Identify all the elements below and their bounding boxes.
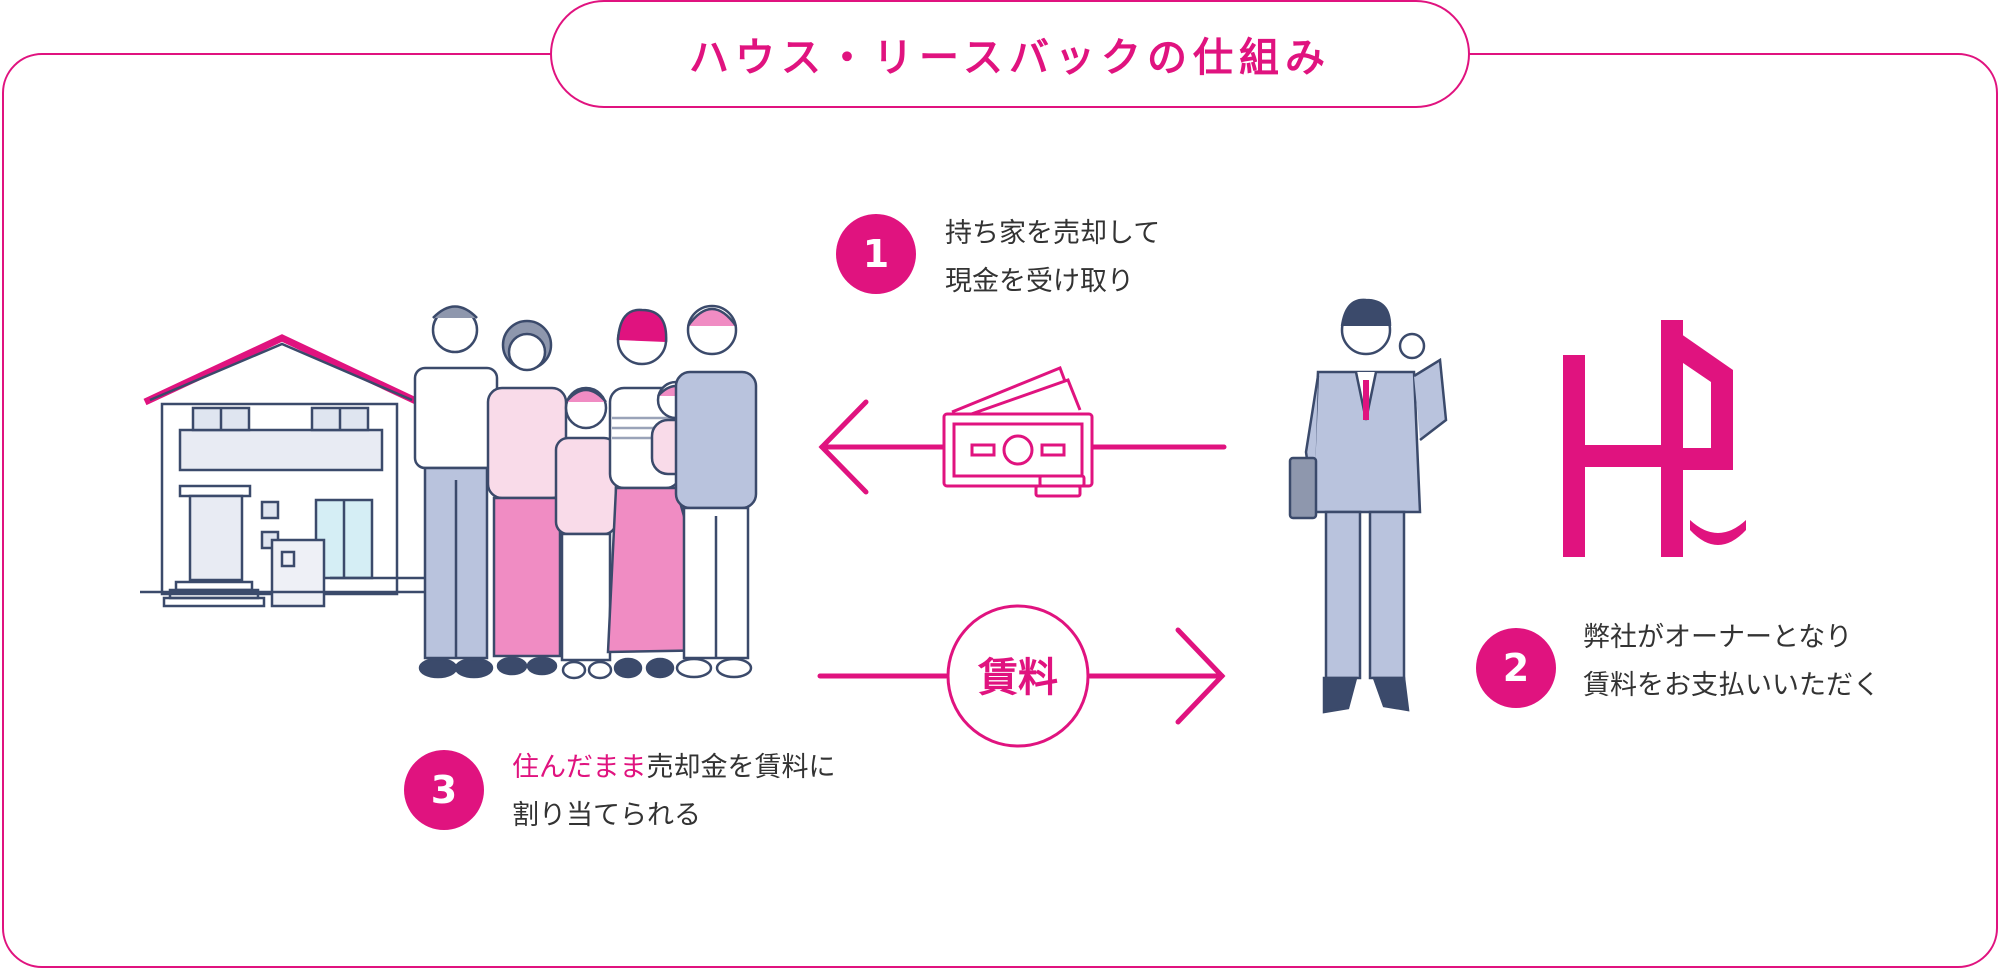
step-3-line2: 割り当てられる: [512, 800, 701, 831]
step-3-highlight: 住んだまま: [512, 752, 647, 783]
step-1-line1: 持ち家を売却して: [945, 218, 1161, 249]
rent-label: 賃料: [977, 655, 1058, 701]
step-2-line2: 賃料をお支払いいただく: [1583, 670, 1880, 701]
step-1-line2: 現金を受け取り: [945, 266, 1134, 297]
step-2-number: 2: [1502, 646, 1530, 690]
step-3-line1: 住んだまま売却金を賃料に: [512, 744, 835, 792]
rent-arrow: [817, 604, 1226, 748]
step-1-text: 持ち家を売却して 現金を受け取り: [945, 210, 1160, 306]
grandmother-figure: [486, 319, 568, 676]
title-pill: ハウス・リースバックの仕組み: [550, 0, 1470, 108]
page-title: ハウス・リースバックの仕組み: [689, 35, 1331, 81]
step-2-badge: 2: [1476, 628, 1556, 708]
family-illustration: [413, 304, 758, 680]
step-3-line1-rest: 売却金を賃料に: [646, 752, 836, 783]
hp-logo: [1563, 320, 1746, 557]
step-3-number: 3: [430, 768, 458, 812]
step-2-line1: 弊社がオーナーとなり: [1583, 622, 1853, 653]
step-1-number: 1: [862, 232, 890, 276]
grandfather-figure: [413, 305, 499, 679]
girl-figure: [554, 386, 618, 680]
step-3-badge: 3: [404, 750, 484, 830]
money-arrow: [818, 399, 1227, 495]
step-3-text: 住んだまま売却金を賃料に 割り当てられる: [512, 744, 835, 840]
step-1-badge: 1: [836, 214, 916, 294]
father-figure: [674, 304, 758, 679]
house-illustration: [140, 334, 430, 608]
businessman-illustration: [1288, 298, 1448, 714]
step-2-text: 弊社がオーナーとなり 賃料をお支払いいただく: [1583, 614, 1880, 710]
money-icon: [942, 366, 1094, 498]
